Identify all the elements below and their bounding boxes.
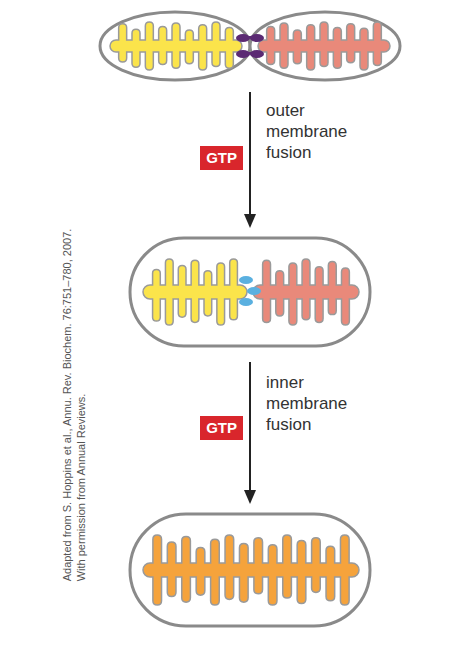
mitochondrion-outline [100, 12, 250, 80]
process-arrow [249, 92, 251, 218]
tether-proteins [239, 276, 261, 306]
mitochondrion-outline [130, 514, 370, 626]
cristae-membrane [143, 535, 359, 605]
process-arrow [249, 362, 251, 494]
step-label: outer membrane fusion [266, 100, 366, 163]
gtp-box: GTP [200, 416, 243, 440]
gtp-box: GTP [200, 146, 243, 170]
cristae [143, 259, 359, 325]
tether-proteins [236, 34, 264, 58]
cristae [110, 22, 390, 70]
cristae-membrane [110, 22, 242, 70]
mitochondrion-outline [130, 238, 370, 346]
gtp-label: GTP [206, 149, 237, 167]
cristae-membrane [258, 22, 390, 70]
credit-line: Adapted from S. Hoppins et al., Annu. Re… [60, 229, 74, 582]
cristae-membrane [253, 259, 359, 325]
credit-block: Adapted from S. Hoppins et al., Annu. Re… [60, 229, 88, 582]
cristae-membrane [143, 259, 247, 325]
arrow-head [244, 214, 256, 228]
mitochondrion-outline [250, 12, 400, 80]
step-label: inner membrane fusion [266, 372, 366, 435]
arrow-head [244, 490, 256, 504]
cristae [143, 535, 359, 605]
credit-line: With permission from Annual Reviews. [74, 229, 88, 582]
gtp-label: GTP [206, 419, 237, 437]
